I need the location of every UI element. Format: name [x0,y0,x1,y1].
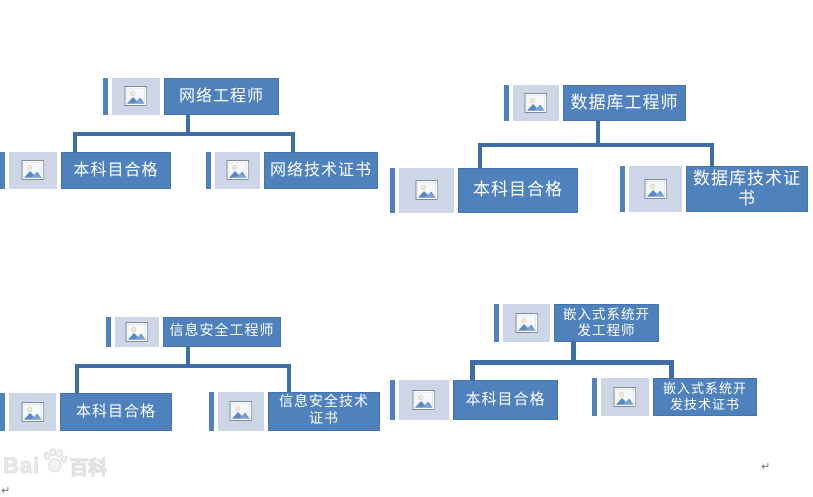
image-placeholder-icon [601,378,649,416]
accent-bar [206,152,211,189]
node-label: 数据库技术证书 [686,166,808,212]
node-label: 信息安全技术证书 [268,392,380,431]
tree1-connector-left-drop [73,135,77,153]
accent-bar [209,392,214,431]
org-node-child: 信息安全技术证书 [209,392,380,431]
image-placeholder-icon [215,152,260,189]
org-node-root: 网络工程师 [103,78,279,115]
baidu-paw-icon [41,447,68,479]
baidu-baike-watermark: Bai 百科 [2,447,108,481]
watermark-brand-text: Bai [2,453,41,479]
tree1-connector-crossbar [73,132,295,136]
org-node-root: 嵌入式系统开发工程师 [494,304,659,342]
tree3-connector-stem [186,346,190,365]
image-placeholder-icon [399,168,454,213]
accent-bar [504,85,509,121]
image-placeholder-icon [218,392,264,431]
accent-bar [106,317,111,347]
org-node-child: 本科目合格 [0,393,172,431]
image-placeholder-icon [503,304,550,342]
tree2-connector-right-drop [710,146,714,167]
paragraph-mark: ↵ [1,484,11,497]
org-node-child: 本科目合格 [0,152,171,189]
image-placeholder-icon [9,393,56,431]
node-label: 网络工程师 [164,78,279,115]
tree4-connector-left-drop [470,364,475,381]
tree2-connector-left-drop [478,146,482,169]
accent-bar [0,152,5,189]
accent-bar [390,380,395,420]
accent-bar [494,304,499,342]
tree4-connector-right-drop [669,364,674,379]
watermark-suffix-text: 百科 [69,457,108,479]
tree3-connector-right-drop [287,367,291,393]
accent-bar [103,78,108,115]
tree3-connector-crossbar [75,364,291,368]
node-label: 数据库工程师 [563,85,686,121]
image-placeholder-icon [513,85,559,121]
image-placeholder-icon [115,317,159,347]
node-label: 嵌入式系统开发技术证书 [653,378,757,416]
org-node-child: 嵌入式系统开发技术证书 [592,378,757,416]
tree2-connector-stem [596,120,600,144]
tree3-connector-left-drop [75,367,79,394]
tree1-connector-right-drop [291,135,295,153]
accent-bar [0,393,5,431]
tree4-connector-stem [571,341,576,361]
image-placeholder-icon [112,78,160,115]
node-label: 本科目合格 [61,152,171,189]
tree1-connector-stem [186,114,190,133]
org-node-root: 信息安全工程师 [106,317,281,347]
image-placeholder-icon [629,166,682,212]
org-node-root: 数据库工程师 [504,85,686,121]
org-node-child: 本科目合格 [390,168,578,213]
node-label: 本科目合格 [453,380,558,420]
node-label: 嵌入式系统开发工程师 [554,304,659,342]
tree2-connector-crossbar [478,143,714,147]
image-placeholder-icon [399,380,449,420]
org-node-child: 数据库技术证书 [620,166,808,212]
node-label: 本科目合格 [60,393,172,431]
org-node-child: 本科目合格 [390,380,558,420]
accent-bar [592,378,597,416]
accent-bar [390,168,395,213]
node-label: 网络技术证书 [264,152,378,189]
image-placeholder-icon [9,152,57,189]
node-label: 本科目合格 [458,168,578,213]
tree4-connector-crossbar [470,360,674,365]
node-label: 信息安全工程师 [163,317,281,347]
org-node-child: 网络技术证书 [206,152,378,189]
accent-bar [620,166,625,212]
paragraph-mark: ↵ [761,460,771,473]
